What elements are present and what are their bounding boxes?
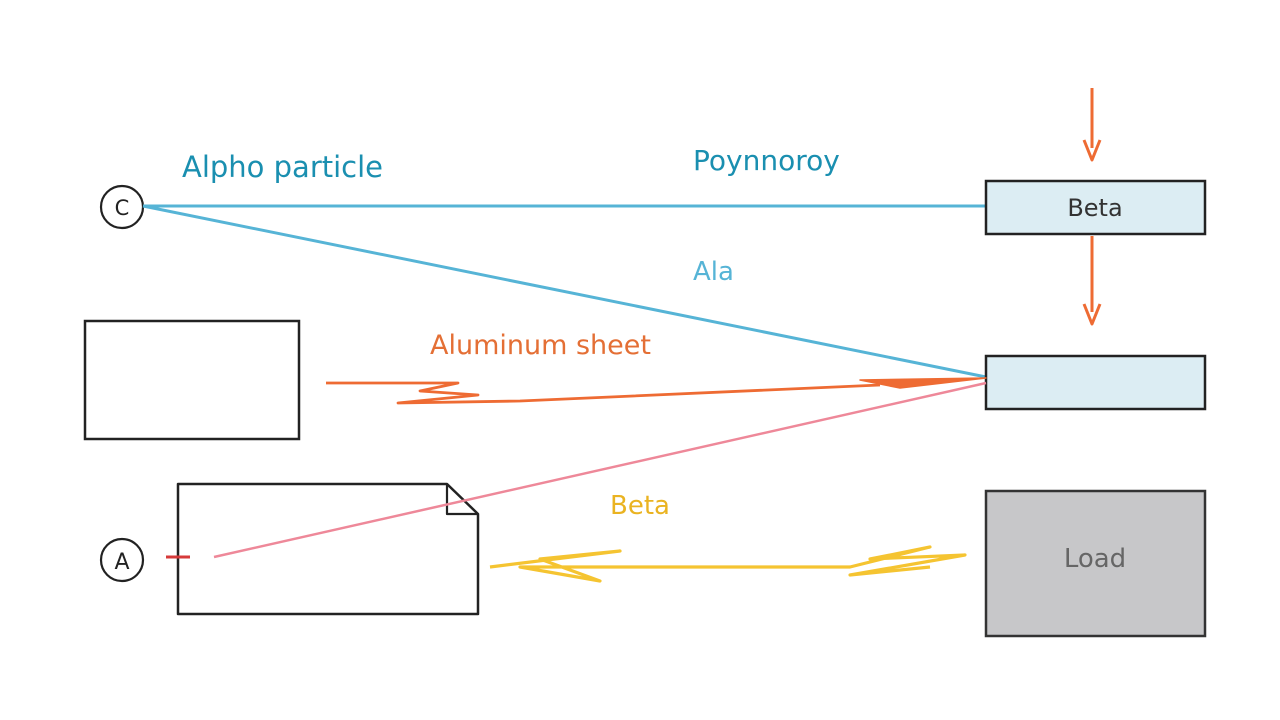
top-right-label: Poynnoroy — [693, 144, 840, 177]
beta-box-rect — [984, 179, 1207, 236]
mid-beam-label: Ala — [693, 257, 734, 287]
pink-beam — [213, 381, 987, 559]
arrow-down-mid — [1082, 236, 1102, 326]
lead-box: Load — [984, 489, 1207, 638]
beta-label: Beta — [610, 491, 670, 521]
alpha-particle-label: Alpho particle — [182, 150, 383, 184]
orange-beam-tail — [859, 377, 987, 389]
arrow-down-top — [1082, 88, 1102, 162]
aluminum-box — [984, 354, 1207, 411]
lead-box-label: Load — [1064, 544, 1126, 574]
document-box-outline — [176, 482, 480, 616]
orange-beam-zigzag — [326, 381, 881, 405]
left-empty-box — [83, 319, 301, 441]
lead-box-rect — [984, 489, 1207, 638]
document-box — [176, 482, 480, 616]
aluminum-sheet-label: Aluminum sheet — [430, 330, 651, 361]
arrow-down-mid-head — [1082, 303, 1102, 326]
document-box-fold — [445, 484, 478, 516]
source-top-label: C — [115, 196, 130, 220]
source-top: C — [99, 184, 145, 230]
yellow-beam-zigzag — [489, 545, 967, 583]
source-bottom-label: A — [114, 550, 129, 575]
beta-box: Beta — [984, 179, 1207, 236]
arrow-down-top-head — [1082, 139, 1102, 162]
source-bottom-circle — [99, 537, 145, 583]
beta-box-label: Beta — [1067, 194, 1122, 222]
alpha-beam-diagonal — [142, 204, 987, 379]
source-bottom: A — [99, 537, 145, 583]
